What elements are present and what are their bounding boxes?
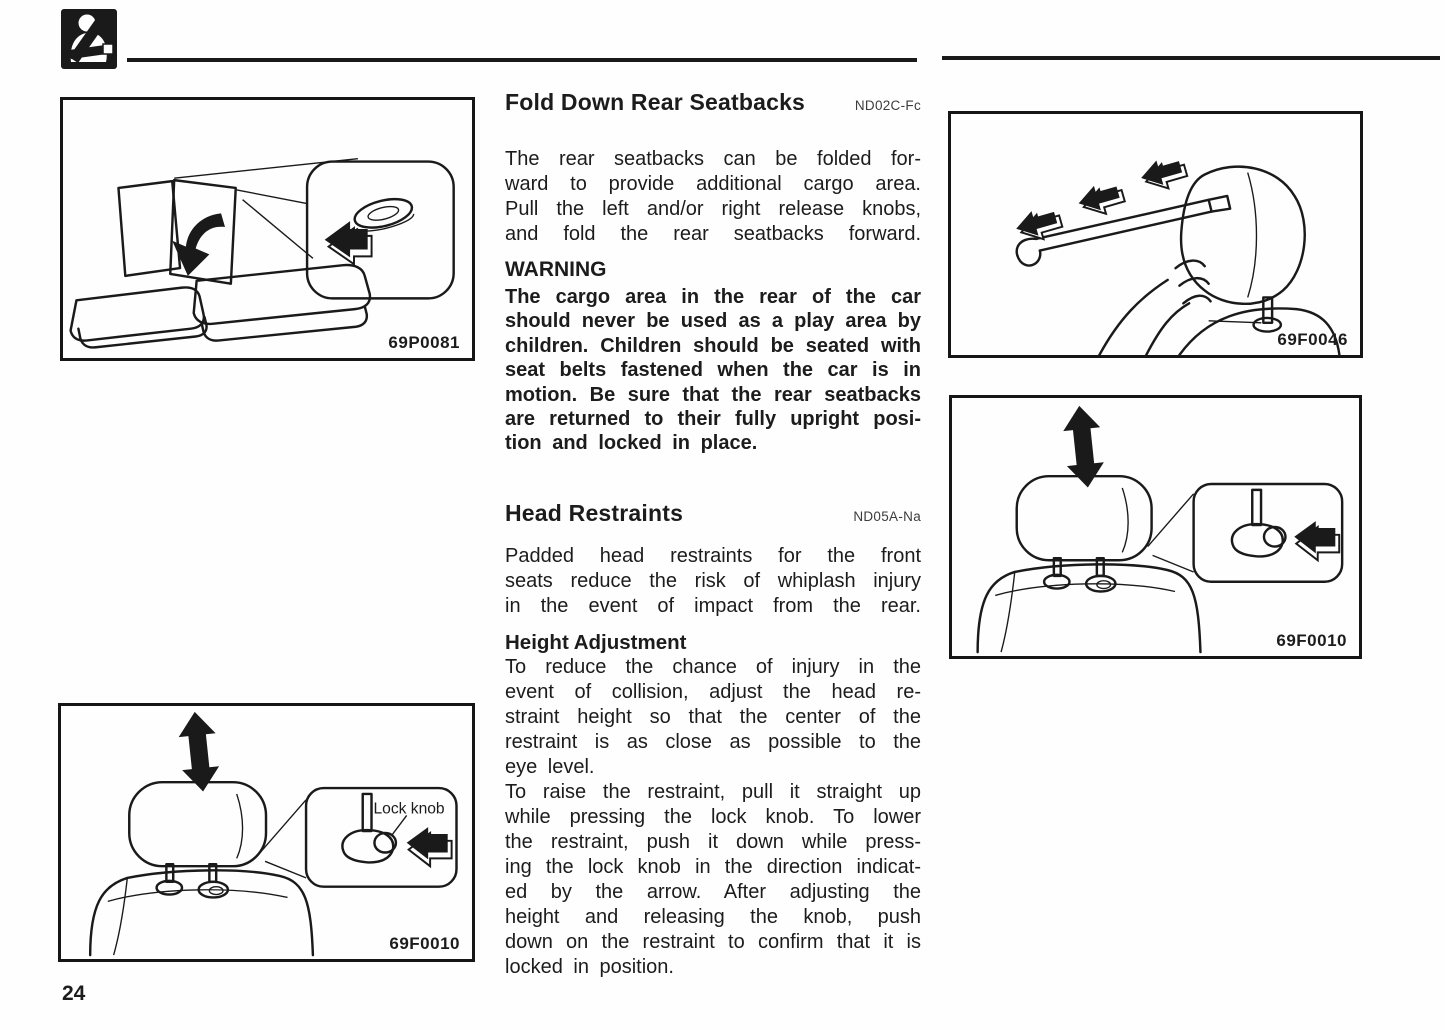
figure-height-adjustment-right: 69F0010: [949, 395, 1362, 659]
lock-knob-label: Lock knob: [373, 800, 444, 817]
section-head-restraints: Head Restraints ND05A-Na Padded head res…: [505, 499, 921, 980]
height-adjustment-lock-knob-illustration: Lock knob: [88, 711, 458, 957]
figure-remove-head-restraint: 69F0046: [948, 111, 1363, 358]
remove-head-restraint-illustration: [1015, 160, 1341, 355]
paragraph: To raise the restraint, pull it straight…: [505, 781, 921, 978]
figure-code: 69F0046: [1277, 330, 1348, 349]
section-title: Fold Down Rear Seatbacks: [505, 89, 806, 115]
header-rule-left: [127, 58, 917, 62]
fold-down-seatback-illustration: [69, 157, 455, 349]
height-adjustment-title: Height Adjustment: [505, 631, 687, 654]
section-fold-down-rear-seatbacks: Fold Down Rear Seatbacks ND02C-Fc The re…: [505, 88, 921, 456]
figure-code: 69F0010: [389, 934, 460, 953]
warning-title: WARNING: [505, 258, 607, 281]
section-code: ND05A-Na: [853, 509, 921, 524]
figure-code: 69P0081: [388, 333, 460, 352]
seatbelt-icon: [60, 8, 118, 70]
page-number: 24: [62, 982, 86, 1005]
figure-fold-down-seatbacks: 69P0081: [60, 97, 475, 361]
figure-code: 69F0010: [1276, 631, 1347, 650]
figure-height-adjustment-lock-knob: Lock knob 69F0010: [58, 703, 475, 962]
section-title: Head Restraints: [505, 500, 684, 526]
paragraph: The rear seatbacks can be folded for-war…: [505, 148, 921, 245]
header-rule-right: [942, 56, 1440, 60]
height-adjustment-illustration: [976, 405, 1344, 654]
section-code: ND02C-Fc: [854, 98, 921, 113]
